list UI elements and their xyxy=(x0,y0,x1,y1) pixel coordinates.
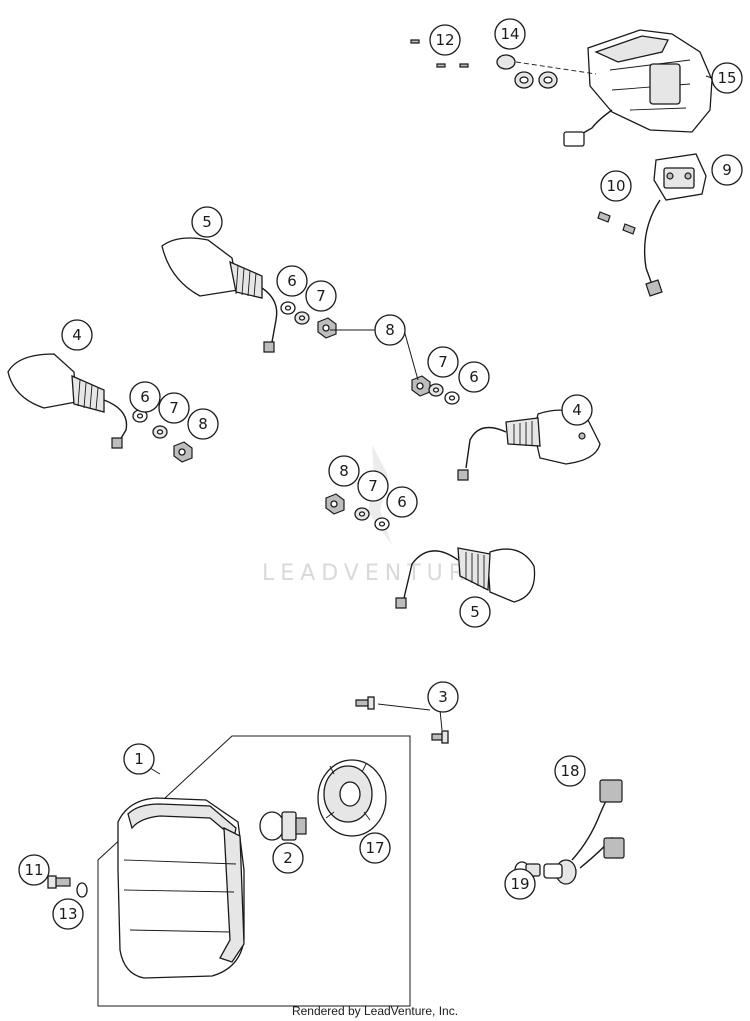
callout-7[interactable]: 7 xyxy=(158,392,190,424)
screw-part[interactable] xyxy=(47,875,71,889)
svg-text:12: 12 xyxy=(435,31,454,49)
callout-8[interactable]: 8 xyxy=(187,408,219,440)
headlight-bulb-part[interactable] xyxy=(259,811,307,841)
washer-part[interactable] xyxy=(132,409,168,439)
svg-text:11: 11 xyxy=(24,861,43,879)
screw-part[interactable] xyxy=(597,211,636,235)
callout-2[interactable]: 2 xyxy=(272,842,304,874)
svg-text:5: 5 xyxy=(470,603,480,621)
callout-5[interactable]: 5 xyxy=(459,596,491,628)
callout-7[interactable]: 7 xyxy=(427,346,459,378)
footer-credit: Rendered by LeadVenture, Inc. xyxy=(292,1004,458,1018)
svg-text:7: 7 xyxy=(368,477,378,495)
callout-8[interactable]: 8 xyxy=(374,314,406,346)
svg-text:1: 1 xyxy=(134,750,144,768)
headlight-group-box xyxy=(97,735,411,1007)
callout-7[interactable]: 7 xyxy=(305,280,337,312)
grommet-part[interactable] xyxy=(496,54,558,89)
svg-text:13: 13 xyxy=(58,905,77,923)
callout-15[interactable]: 15 xyxy=(711,62,743,94)
callout-6[interactable]: 6 xyxy=(458,361,490,393)
screw-part[interactable] xyxy=(355,696,449,744)
watermark-logo: LEADVENTURE xyxy=(262,445,490,586)
turn-signal-front-right-part[interactable] xyxy=(395,547,536,609)
callout-6[interactable]: 6 xyxy=(129,381,161,413)
svg-text:10: 10 xyxy=(606,177,625,195)
callout-8[interactable]: 8 xyxy=(328,455,360,487)
callout-11[interactable]: 11 xyxy=(18,854,50,886)
callout-19[interactable]: 19 xyxy=(504,868,536,900)
washer-part[interactable] xyxy=(354,507,390,531)
callout-5[interactable]: 5 xyxy=(191,206,223,238)
callout-3[interactable]: 3 xyxy=(427,681,459,713)
callout-4[interactable]: 4 xyxy=(61,319,93,351)
callout-1[interactable]: 1 xyxy=(123,743,155,775)
svg-text:9: 9 xyxy=(722,161,732,179)
washer-part[interactable] xyxy=(76,882,88,898)
callout-10[interactable]: 10 xyxy=(600,170,632,202)
svg-text:8: 8 xyxy=(339,462,349,480)
svg-text:17: 17 xyxy=(365,839,384,857)
screw-part[interactable] xyxy=(410,39,469,68)
callout-14[interactable]: 14 xyxy=(494,18,526,50)
turn-signal-front-left-part[interactable] xyxy=(161,237,278,353)
svg-text:14: 14 xyxy=(500,25,519,43)
svg-text:2: 2 xyxy=(283,849,293,867)
svg-text:15: 15 xyxy=(717,69,736,87)
svg-text:18: 18 xyxy=(560,762,579,780)
svg-text:6: 6 xyxy=(397,493,407,511)
nut-part[interactable] xyxy=(317,317,337,339)
nut-part[interactable] xyxy=(325,493,345,515)
callout-17[interactable]: 17 xyxy=(359,832,391,864)
licence-light-part[interactable] xyxy=(643,153,707,297)
callout-6[interactable]: 6 xyxy=(276,265,308,297)
headlight-cap-part[interactable] xyxy=(317,759,387,837)
callout-6[interactable]: 6 xyxy=(386,486,418,518)
svg-text:6: 6 xyxy=(287,272,297,290)
watermark-text: LEADVENTURE xyxy=(262,561,490,586)
svg-text:5: 5 xyxy=(202,213,212,231)
leader-lines xyxy=(149,75,713,775)
turn-signal-rear-left-part[interactable] xyxy=(7,353,128,449)
callout-9[interactable]: 9 xyxy=(711,154,743,186)
callout-4[interactable]: 4 xyxy=(561,394,593,426)
nut-part[interactable] xyxy=(173,441,193,463)
svg-text:4: 4 xyxy=(72,326,82,344)
headlight-mask-part[interactable] xyxy=(117,797,245,979)
instrument-cluster-part[interactable] xyxy=(563,29,713,147)
svg-text:8: 8 xyxy=(198,415,208,433)
callout-18[interactable]: 18 xyxy=(554,755,586,787)
svg-text:19: 19 xyxy=(510,875,529,893)
svg-text:7: 7 xyxy=(316,287,326,305)
svg-text:7: 7 xyxy=(169,399,179,417)
callout-7[interactable]: 7 xyxy=(357,470,389,502)
callout-13[interactable]: 13 xyxy=(52,898,84,930)
parking-light-harness-part[interactable] xyxy=(543,779,625,885)
callout-12[interactable]: 12 xyxy=(429,24,461,56)
svg-text:6: 6 xyxy=(140,388,150,406)
nut-part[interactable] xyxy=(411,375,431,397)
svg-text:8: 8 xyxy=(385,321,395,339)
svg-text:7: 7 xyxy=(438,353,448,371)
svg-text:3: 3 xyxy=(438,688,448,706)
svg-text:4: 4 xyxy=(572,401,582,419)
washer-part[interactable] xyxy=(428,383,460,405)
washer-part[interactable] xyxy=(280,301,310,325)
svg-text:6: 6 xyxy=(469,368,479,386)
